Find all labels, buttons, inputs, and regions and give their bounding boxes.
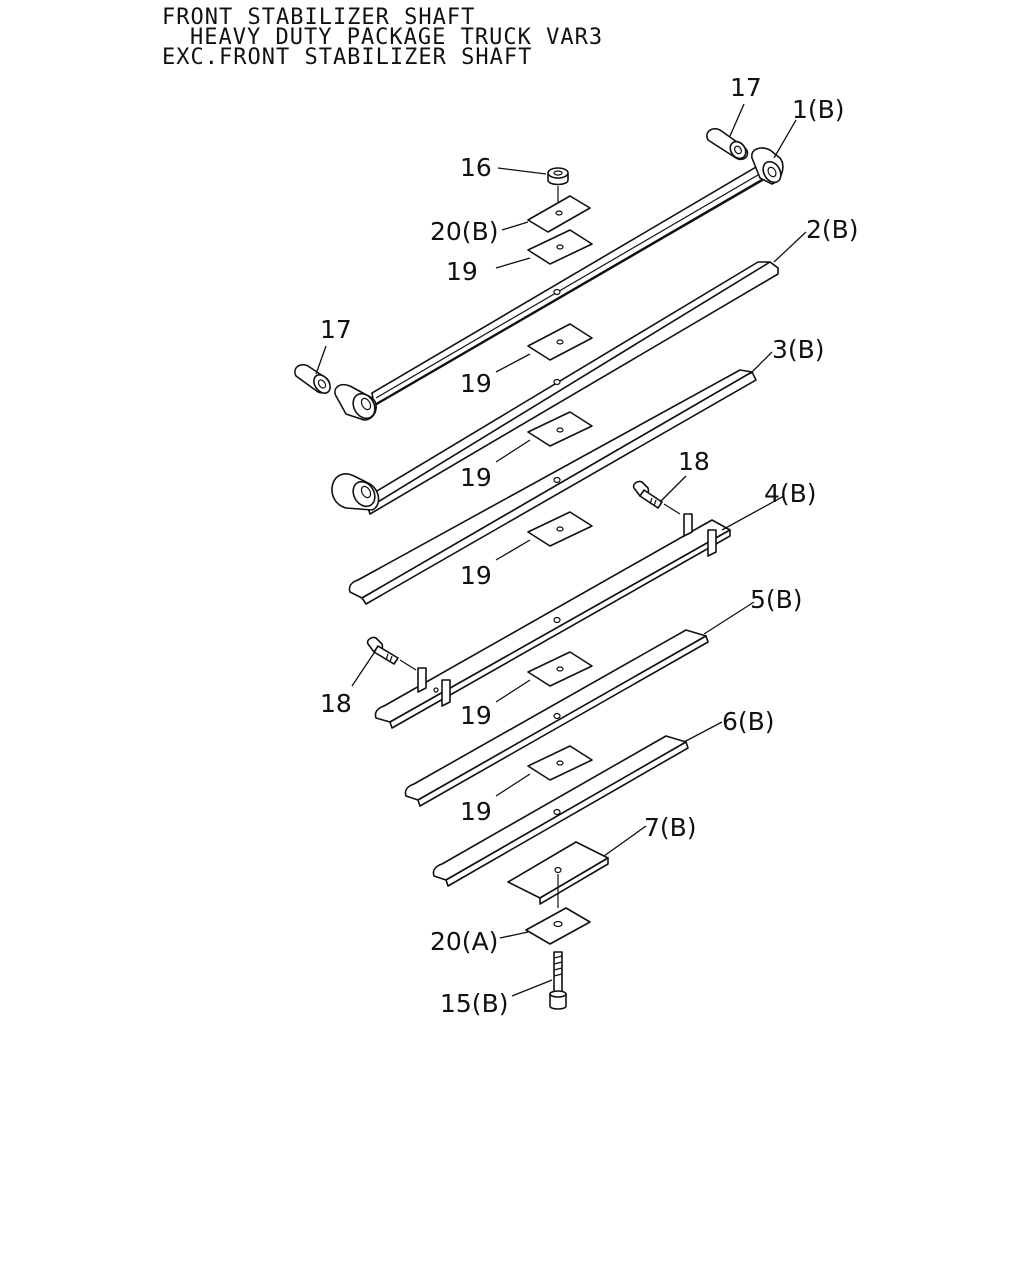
leaf-spring-4[interactable] xyxy=(374,513,731,729)
callout-17-left: 17 xyxy=(320,315,352,344)
bushing-17-left[interactable] xyxy=(294,363,334,396)
bolt-18-left[interactable] xyxy=(366,636,417,671)
callout-20a: 20(A) xyxy=(430,927,498,956)
callout-3b: 3(B) xyxy=(772,335,825,364)
callout-4b: 4(B) xyxy=(764,479,817,508)
title-line-2: HEAVY DUTY PACKAGE TRUCK VAR3 xyxy=(190,25,603,50)
bushing-17-top[interactable] xyxy=(706,127,749,162)
callout-16: 16 xyxy=(460,153,492,182)
callout-1b: 1(B) xyxy=(792,95,845,124)
nut-16[interactable] xyxy=(547,167,569,208)
leaf-spring-6[interactable] xyxy=(432,735,689,887)
callout-19-f: 19 xyxy=(460,797,492,826)
leaf-spring-7[interactable] xyxy=(507,841,609,908)
callout-15b: 15(B) xyxy=(440,989,508,1018)
leaf-spring-2[interactable] xyxy=(331,261,779,515)
pad-19-d[interactable] xyxy=(527,511,593,547)
center-bolt-15b[interactable] xyxy=(549,951,567,1010)
callout-19-a: 19 xyxy=(446,257,478,286)
title-line-1: FRONT STABILIZER SHAFT xyxy=(162,5,475,30)
pad-19-f[interactable] xyxy=(527,745,593,781)
callout-7b: 7(B) xyxy=(644,813,697,842)
callout-2b: 2(B) xyxy=(806,215,859,244)
pad-19-e[interactable] xyxy=(527,651,593,687)
pad-19-a[interactable] xyxy=(527,229,593,265)
bolt-18-top[interactable] xyxy=(632,480,681,515)
leaf-spring-5[interactable] xyxy=(404,629,709,807)
plate-20a[interactable] xyxy=(525,907,591,945)
leader-lines xyxy=(315,103,807,997)
leaf-spring-3[interactable] xyxy=(348,369,757,605)
callout-19-b: 19 xyxy=(460,369,492,398)
callout-labels: 17 1(B) 16 20(B) 2(B) 19 17 19 3(B) 19 1… xyxy=(320,73,859,1018)
callout-18-left: 18 xyxy=(320,689,352,718)
callout-19-d: 19 xyxy=(460,561,492,590)
callout-20b: 20(B) xyxy=(430,217,498,246)
plate-20b[interactable] xyxy=(527,195,591,233)
pad-19-c[interactable] xyxy=(527,411,593,447)
callout-6b: 6(B) xyxy=(722,707,775,736)
callout-18-top: 18 xyxy=(678,447,710,476)
title-line-3: EXC.FRONT STABILIZER SHAFT xyxy=(162,45,532,70)
pad-19-b[interactable] xyxy=(527,323,593,361)
leaf-spring-1[interactable] xyxy=(334,147,784,422)
callout-19-e: 19 xyxy=(460,701,492,730)
callout-5b: 5(B) xyxy=(750,585,803,614)
callout-19-c: 19 xyxy=(460,463,492,492)
callout-17-top: 17 xyxy=(730,73,762,102)
